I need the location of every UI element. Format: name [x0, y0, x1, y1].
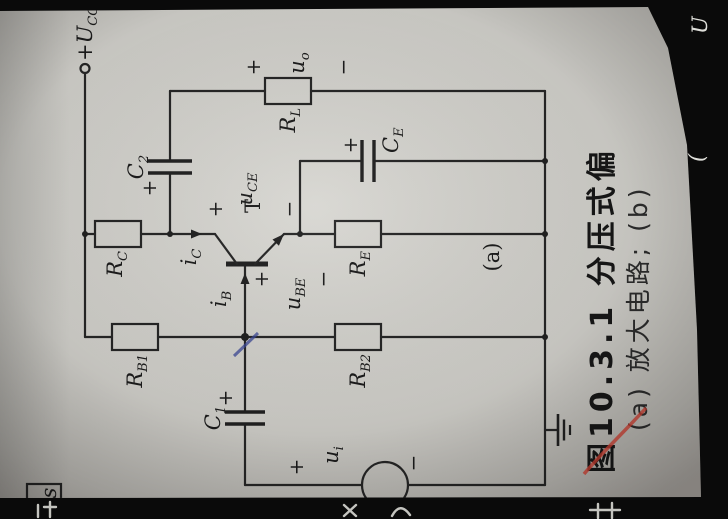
page-content: +UCC RB1 RB2 RC RE RL C1 + C2 + CE + T i…	[0, 7, 701, 498]
edge-fragment-right-top: U	[688, 15, 712, 34]
edge-fragments-bottom	[36, 500, 622, 519]
red-pen-mark	[582, 406, 648, 476]
left-shadow	[0, 11, 70, 498]
edge-fragment-right-mid: (	[685, 153, 709, 162]
blue-pen-mark	[232, 331, 260, 358]
vignette-overlay	[0, 7, 701, 498]
